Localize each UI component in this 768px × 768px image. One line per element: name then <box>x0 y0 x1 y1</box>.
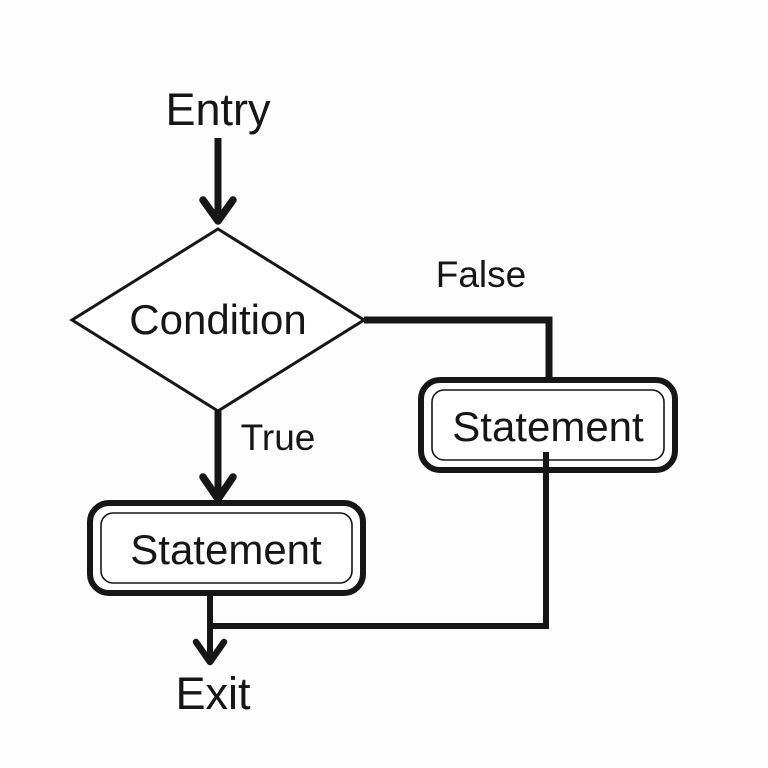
entry-arrowhead-icon <box>199 196 237 225</box>
statement-false-label: Statement <box>452 403 644 450</box>
statement-true-label: Statement <box>130 526 322 573</box>
merge-edge <box>207 452 549 629</box>
statement-true-inner-border <box>100 512 353 584</box>
false-branch-label: False <box>436 254 526 295</box>
entry-label: Entry <box>165 84 271 135</box>
condition-label: Condition <box>129 296 306 343</box>
exit-label: Exit <box>175 668 251 719</box>
false-branch-edge <box>364 316 553 394</box>
exit-arrowhead-icon <box>192 638 228 666</box>
statement-true-box <box>87 500 366 596</box>
true-branch-arrowhead-icon <box>199 473 237 503</box>
true-branch-label: True <box>241 417 316 458</box>
